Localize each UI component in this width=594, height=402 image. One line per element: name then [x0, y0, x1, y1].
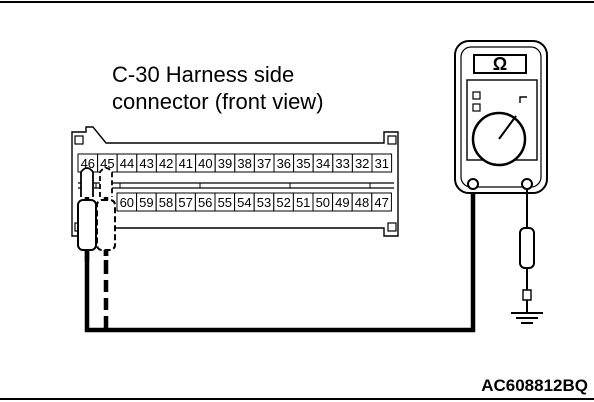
top-pin-row: 46 45 44 43 42 41 40 39 38 37 36 35 34 33 32 31: [77, 153, 393, 173]
terminal-label-53: 53: [257, 195, 271, 210]
terminal-label-47: 47: [374, 195, 388, 210]
terminal-cell-31: [371, 153, 393, 173]
terminal-label-35: 35: [296, 156, 310, 171]
terminal-label-42: 42: [159, 156, 173, 171]
probe-wires: [77, 167, 476, 333]
terminal-label-55: 55: [218, 195, 232, 210]
terminal-label-44: 44: [120, 156, 134, 171]
bottom-border: [0, 398, 594, 400]
terminal-label-58: 58: [159, 195, 173, 210]
terminal-label-49: 49: [335, 195, 349, 210]
harness-connector: 46 45 44 43 42 41 40 39 38 37 36 35 34 33 32 31 60 59 58 5…: [71, 126, 399, 237]
terminal-label-52: 52: [276, 195, 290, 210]
terminal-label-56: 56: [198, 195, 212, 210]
terminal-label-54: 54: [237, 195, 251, 210]
terminal-label-31: 31: [375, 156, 389, 171]
terminal-label-48: 48: [355, 195, 369, 210]
meter-terminal-right: [521, 178, 533, 190]
terminal-label-57: 57: [178, 195, 192, 210]
terminal-label-38: 38: [237, 156, 251, 171]
terminal-label-36: 36: [277, 156, 291, 171]
terminal-label-60: 60: [120, 195, 134, 210]
terminal-label-41: 41: [179, 156, 193, 171]
terminal-label-45: 45: [100, 156, 114, 171]
ohmmeter: Ω: [454, 40, 548, 194]
terminal-label-32: 32: [355, 156, 369, 171]
figure-code: AC608812BQ: [481, 376, 588, 395]
terminal-label-40: 40: [198, 156, 212, 171]
terminal-label-37: 37: [257, 156, 271, 171]
top-border: [0, 1, 594, 3]
meter-terminal-left: [467, 178, 479, 190]
terminal-label-50: 50: [316, 195, 330, 210]
connector-caption-line1: C-30 Harness side: [112, 62, 295, 87]
terminal-label-33: 33: [335, 156, 349, 171]
terminal-label-59: 59: [139, 195, 153, 210]
ground-probe: [511, 189, 543, 324]
ohm-symbol: Ω: [493, 54, 507, 74]
connector-caption-line2: connector (front view): [112, 89, 324, 114]
terminal-label-39: 39: [218, 156, 232, 171]
terminal-label-51: 51: [296, 195, 310, 210]
terminal-label-34: 34: [316, 156, 330, 171]
bottom-pin-row: 60 59 58 57 56 55 54 53 52 51 50 49 48 47: [116, 192, 392, 212]
terminal-label-43: 43: [139, 156, 153, 171]
terminal-cell-47: [371, 192, 392, 212]
terminal-label-46: 46: [81, 156, 95, 171]
